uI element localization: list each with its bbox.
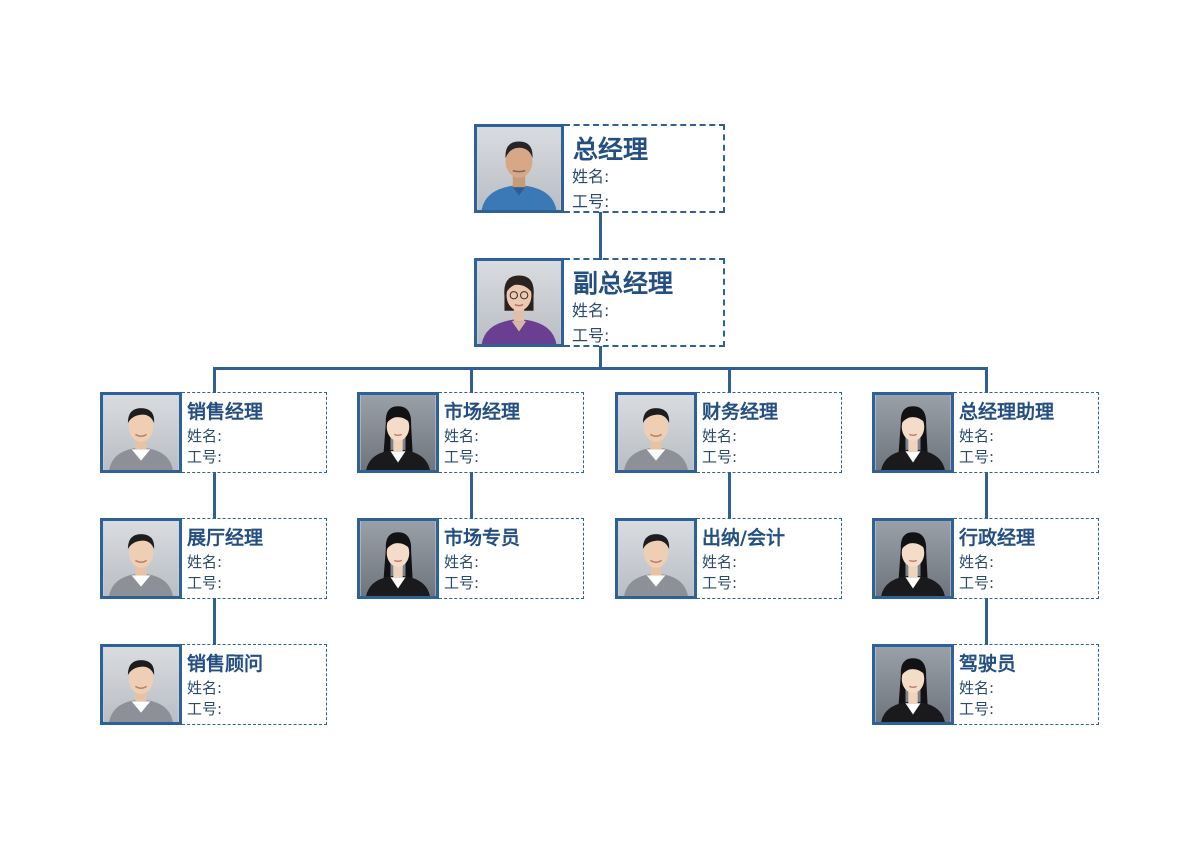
node-title: 总经理 xyxy=(573,135,649,164)
node-title: 销售顾问 xyxy=(187,653,264,675)
id-label: 工号: xyxy=(572,326,610,345)
name-label: 姓名: xyxy=(187,427,223,445)
node-gm-assistant[interactable]: 总经理助理 姓名: 工号: xyxy=(872,392,1099,473)
photo-avatar xyxy=(357,392,439,473)
id-label: 工号: xyxy=(702,574,738,592)
name-label: 姓名: xyxy=(702,427,738,445)
node-cashier-accountant[interactable]: 出纳/会计 姓名: 工号: xyxy=(615,518,842,599)
id-label: 工号: xyxy=(702,448,738,466)
name-label: 姓名: xyxy=(444,553,480,571)
connector-hall-consultant xyxy=(213,598,216,645)
id-label: 工号: xyxy=(959,574,995,592)
connector-admin-driver xyxy=(985,598,988,645)
connector-bus-market xyxy=(470,367,473,393)
name-label: 姓名: xyxy=(187,679,223,697)
id-label: 工号: xyxy=(959,448,995,466)
photo-avatar xyxy=(100,392,182,473)
name-label: 姓名: xyxy=(959,553,995,571)
info-box: 市场经理 姓名: 工号: xyxy=(439,392,584,473)
connector-vgm-down xyxy=(599,346,602,370)
info-box: 驾驶员 姓名: 工号: xyxy=(954,644,1099,725)
connector-horizontal-bus xyxy=(213,367,988,370)
photo-avatar xyxy=(872,392,954,473)
connector-bus-sales xyxy=(213,367,216,393)
connector-assistant-admin xyxy=(985,472,988,519)
name-label: 姓名: xyxy=(572,167,610,186)
connector-bus-assistant xyxy=(985,367,988,393)
node-title: 展厅经理 xyxy=(187,527,264,549)
info-box: 总经理助理 姓名: 工号: xyxy=(954,392,1099,473)
photo-avatar xyxy=(474,124,564,213)
id-label: 工号: xyxy=(959,700,995,718)
node-title: 市场经理 xyxy=(444,401,521,423)
id-label: 工号: xyxy=(187,448,223,466)
node-driver[interactable]: 驾驶员 姓名: 工号: xyxy=(872,644,1099,725)
info-box: 副总经理 姓名: 工号: xyxy=(564,258,725,347)
id-label: 工号: xyxy=(444,574,480,592)
id-label: 工号: xyxy=(187,700,223,718)
node-title: 市场专员 xyxy=(444,527,521,549)
node-finance-manager[interactable]: 财务经理 姓名: 工号: xyxy=(615,392,842,473)
id-label: 工号: xyxy=(572,192,610,211)
name-label: 姓名: xyxy=(959,679,995,697)
connector-market-spec xyxy=(470,472,473,519)
node-title: 副总经理 xyxy=(573,269,674,298)
photo-avatar xyxy=(474,258,564,347)
node-vice-general-manager[interactable]: 副总经理 姓名: 工号: xyxy=(474,258,725,347)
photo-avatar xyxy=(872,518,954,599)
name-label: 姓名: xyxy=(187,553,223,571)
photo-avatar xyxy=(357,518,439,599)
node-marketing-specialist[interactable]: 市场专员 姓名: 工号: xyxy=(357,518,584,599)
photo-avatar xyxy=(872,644,954,725)
node-sales-manager[interactable]: 销售经理 姓名: 工号: xyxy=(100,392,327,473)
info-box: 销售经理 姓名: 工号: xyxy=(182,392,327,473)
info-box: 展厅经理 姓名: 工号: xyxy=(182,518,327,599)
node-admin-manager[interactable]: 行政经理 姓名: 工号: xyxy=(872,518,1099,599)
name-label: 姓名: xyxy=(572,301,610,320)
node-title: 行政经理 xyxy=(959,527,1036,549)
node-showroom-manager[interactable]: 展厅经理 姓名: 工号: xyxy=(100,518,327,599)
photo-avatar xyxy=(100,644,182,725)
info-box: 销售顾问 姓名: 工号: xyxy=(182,644,327,725)
connector-finance-cashier xyxy=(728,472,731,519)
photo-avatar xyxy=(615,518,697,599)
name-label: 姓名: xyxy=(702,553,738,571)
photo-avatar xyxy=(615,392,697,473)
id-label: 工号: xyxy=(187,574,223,592)
photo-avatar xyxy=(100,518,182,599)
connector-gm-vgm xyxy=(599,212,602,260)
node-marketing-manager[interactable]: 市场经理 姓名: 工号: xyxy=(357,392,584,473)
node-title: 总经理助理 xyxy=(959,401,1055,423)
info-box: 总经理 姓名: 工号: xyxy=(564,124,725,213)
name-label: 姓名: xyxy=(444,427,480,445)
connector-sales-hall xyxy=(213,472,216,519)
connector-bus-finance xyxy=(728,367,731,393)
node-sales-consultant[interactable]: 销售顾问 姓名: 工号: xyxy=(100,644,327,725)
node-title: 驾驶员 xyxy=(959,653,1017,675)
node-title: 出纳/会计 xyxy=(702,527,785,549)
name-label: 姓名: xyxy=(959,427,995,445)
info-box: 市场专员 姓名: 工号: xyxy=(439,518,584,599)
info-box: 行政经理 姓名: 工号: xyxy=(954,518,1099,599)
id-label: 工号: xyxy=(444,448,480,466)
node-general-manager[interactable]: 总经理 姓名: 工号: xyxy=(474,124,725,213)
node-title: 财务经理 xyxy=(702,401,779,423)
info-box: 出纳/会计 姓名: 工号: xyxy=(697,518,842,599)
info-box: 财务经理 姓名: 工号: xyxy=(697,392,842,473)
node-title: 销售经理 xyxy=(187,401,264,423)
